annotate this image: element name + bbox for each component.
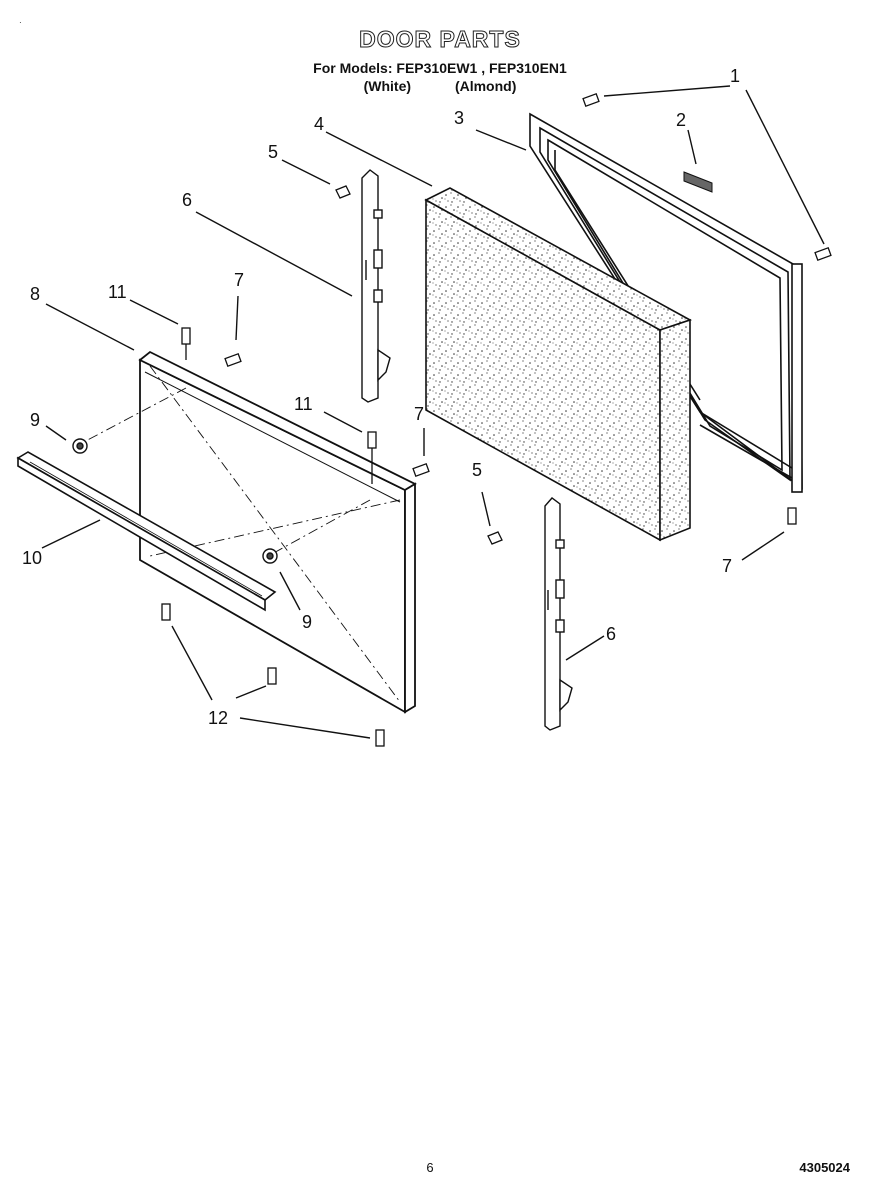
clip-upper bbox=[335, 185, 351, 199]
callout-7-lower: 7 bbox=[722, 556, 732, 576]
page-number: 6 bbox=[426, 1160, 434, 1175]
handle-spacer-left bbox=[72, 438, 88, 454]
callout-6-lower: 6 bbox=[606, 624, 616, 644]
screw-7-lower bbox=[787, 507, 797, 525]
hinge-channel-lower bbox=[544, 497, 573, 731]
callout-7-middle: 7 bbox=[414, 404, 424, 424]
callout-labels: 1 2 3 4 5 6 7 8 11 9 11 7 5 10 7 9 6 12 bbox=[22, 66, 740, 728]
door-badge bbox=[683, 171, 713, 193]
screw-12-c bbox=[375, 729, 385, 747]
panel-dash-lines bbox=[79, 365, 401, 703]
door-insulation bbox=[424, 187, 692, 542]
models-line: For Models: FEP310EW1 , FEP310EN1 bbox=[313, 60, 567, 76]
door-liner-frame bbox=[529, 112, 803, 493]
color-almond: (Almond) bbox=[454, 78, 517, 94]
callout-12: 12 bbox=[208, 708, 228, 728]
screws bbox=[161, 93, 832, 747]
document-number: 4305024 bbox=[799, 1160, 850, 1175]
screw-7-upper bbox=[224, 353, 242, 367]
callout-11-upper: 11 bbox=[108, 282, 127, 302]
callout-9-left: 9 bbox=[30, 410, 40, 430]
door-handle bbox=[16, 451, 277, 612]
screw-12-a bbox=[161, 603, 171, 621]
callout-1: 1 bbox=[730, 66, 740, 86]
callout-6-upper: 6 bbox=[182, 190, 192, 210]
callout-9-right: 9 bbox=[302, 612, 312, 632]
screw-11-lower bbox=[367, 431, 377, 484]
color-line: (White) (Almond) bbox=[300, 78, 580, 94]
color-white: (White) bbox=[363, 78, 412, 94]
callout-5-lower: 5 bbox=[472, 460, 482, 480]
clip-lower bbox=[487, 531, 503, 545]
callout-8: 8 bbox=[30, 284, 40, 304]
callout-3: 3 bbox=[454, 108, 464, 128]
corner-mark: · bbox=[19, 18, 22, 27]
callout-2: 2 bbox=[676, 110, 686, 130]
callout-11-lower: 11 bbox=[294, 394, 313, 414]
screw-7-middle bbox=[412, 463, 430, 477]
callout-5-upper: 5 bbox=[268, 142, 278, 162]
callout-10: 10 bbox=[22, 548, 42, 568]
callout-7-upper: 7 bbox=[234, 270, 244, 290]
handle-spacer-right bbox=[262, 548, 278, 564]
screw-12-b bbox=[267, 667, 277, 685]
screw-1-right bbox=[814, 247, 832, 261]
outer-door-panel bbox=[138, 350, 417, 714]
hinge-channel-upper bbox=[361, 169, 391, 403]
leader-lines bbox=[41, 85, 825, 739]
screw-1-upper bbox=[582, 93, 600, 107]
page-title: DOOR PARTS bbox=[359, 26, 521, 53]
screw-11-upper bbox=[181, 327, 191, 360]
callout-4: 4 bbox=[314, 114, 324, 134]
